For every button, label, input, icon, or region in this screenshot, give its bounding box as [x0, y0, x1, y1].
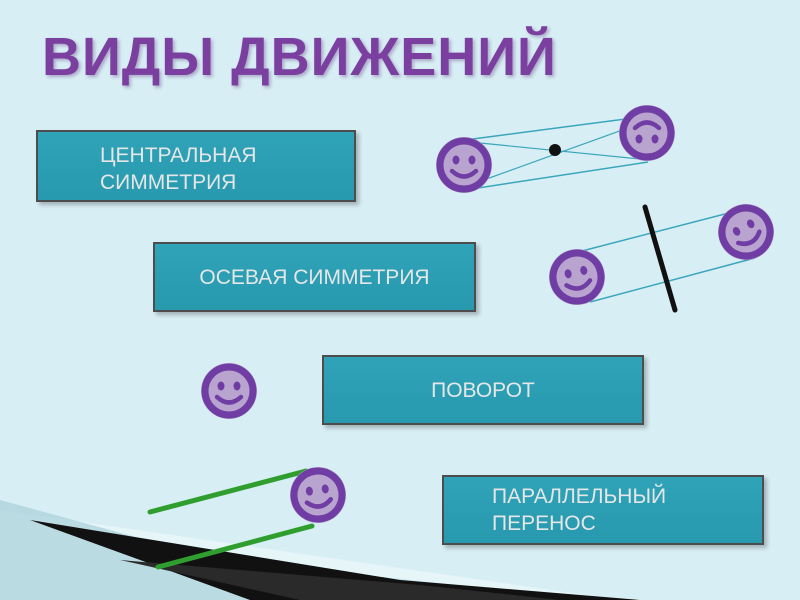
central-symmetry-label-line2: СИММЕТРИЯ	[100, 171, 237, 194]
translation-vector-line	[155, 523, 315, 570]
axial-symmetry-box: ОСЕВАЯ СИММЕТРИЯ	[153, 242, 476, 312]
smiley-face-icon	[201, 363, 257, 419]
smiley-face-icon	[708, 194, 784, 270]
parallel-translation-illustration	[147, 463, 350, 570]
upside-down-face-icon	[619, 105, 675, 161]
symmetry-axis-line	[642, 204, 678, 313]
axial-symmetry-label: ОСЕВАЯ СИММЕТРИЯ	[199, 265, 430, 289]
parallel-translation-box: ПАРАЛЛЕЛЬНЫЙ ПЕРЕНОС	[442, 475, 764, 545]
symmetry-center-point	[549, 144, 561, 156]
rotation-label: ПОВОРОТ	[431, 378, 535, 402]
slide-title: ВИДЫ ДВИЖЕНИЙ	[42, 27, 557, 87]
smiley-face-icon	[436, 137, 492, 193]
smiley-face-icon	[544, 244, 610, 310]
axial-symmetry-illustration	[544, 194, 784, 310]
parallel-translation-label-line1: ПАРАЛЛЕЛЬНЫЙ	[492, 485, 667, 508]
rotation-box: ПОВОРОТ	[322, 355, 644, 425]
translation-vector-line	[147, 468, 309, 515]
central-symmetry-illustration	[436, 105, 675, 193]
central-symmetry-label-line1: ЦЕНТРАЛЬНАЯ	[100, 144, 257, 167]
parallel-translation-label-line2: ПЕРЕНОС	[492, 512, 596, 535]
central-symmetry-box: ЦЕНТРАЛЬНАЯ СИММЕТРИЯ	[36, 130, 356, 202]
